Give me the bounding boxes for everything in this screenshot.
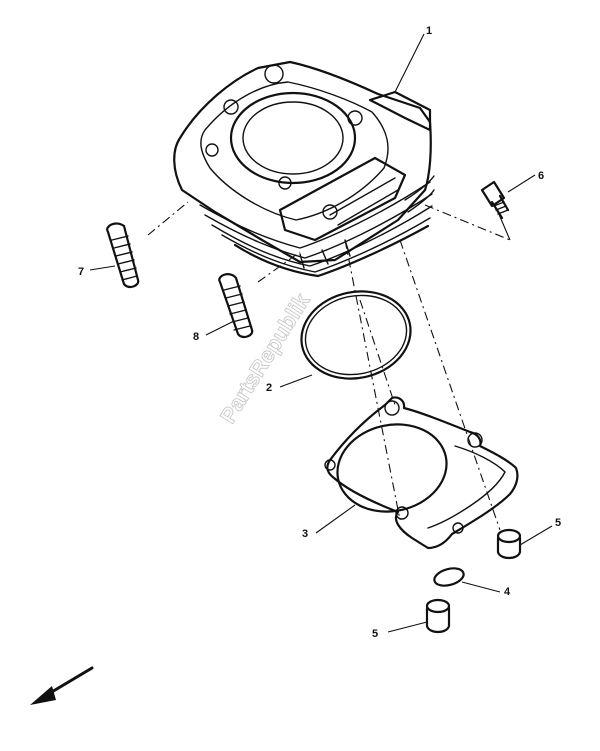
gasket-part: [324, 396, 519, 550]
direction-arrow-icon: [30, 666, 94, 705]
alignment-lines: [147, 201, 511, 531]
callouts: 1 2 3 4 5 5 6 7 8: [78, 25, 561, 640]
callout-2: 2: [266, 382, 272, 394]
callout-3: 3: [302, 528, 308, 540]
callout-5-upper: 5: [555, 517, 561, 529]
dowel-pin-lower: [425, 598, 451, 634]
callout-6: 6: [538, 170, 544, 182]
stud-part-7: [106, 222, 140, 289]
cylinder-part: [173, 60, 435, 278]
callout-8: 8: [193, 331, 199, 343]
callout-7: 7: [78, 266, 84, 278]
dowel-pin-upper: [496, 528, 522, 560]
bolt-part: [480, 180, 510, 220]
callout-5-lower: 5: [372, 628, 378, 640]
callout-1: 1: [426, 25, 432, 37]
small-o-ring-part: [433, 567, 465, 587]
callout-4: 4: [504, 586, 511, 598]
o-ring-part: [300, 290, 412, 380]
stud-part-8: [218, 273, 254, 339]
